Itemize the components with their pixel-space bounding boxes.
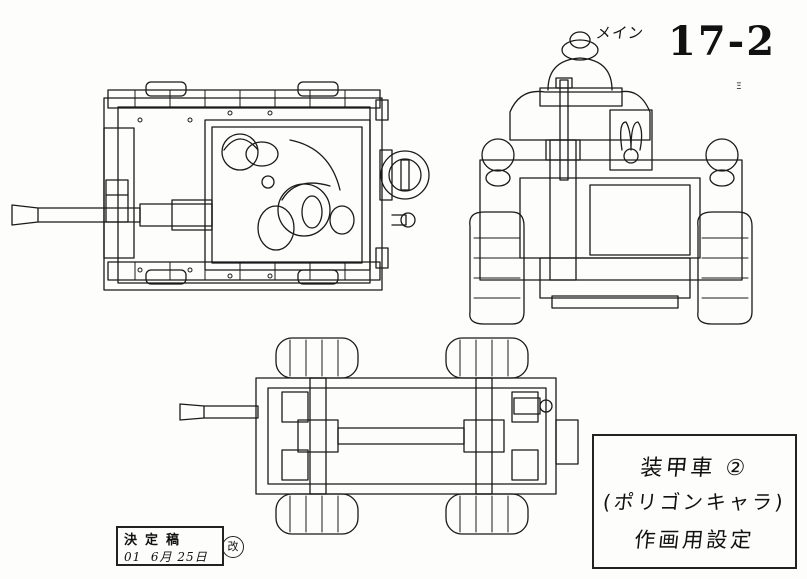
approval-stamp: 決定稿 01 6月 25日 <box>116 526 224 566</box>
title-box: 装甲車 ② (ポリゴンキャラ) 作画用設定 <box>592 434 797 569</box>
title-line-2: (ポリゴンキャラ) <box>601 490 787 514</box>
top-view <box>12 82 429 290</box>
title-line-1: 装甲車 ② <box>639 456 750 481</box>
stamp-date: 01 6月 25日 <box>124 550 208 564</box>
sheet-prefix: メイン <box>594 24 646 42</box>
underside-view <box>180 338 578 534</box>
front-view <box>470 32 752 324</box>
title-line-3: 作画用設定 <box>633 528 756 552</box>
stamp-label: 決定稿 <box>124 533 188 548</box>
sheet-number: 17-2 <box>668 18 777 65</box>
revision-mark: 改 <box>222 536 244 558</box>
sheet-mark: Ξ <box>736 82 742 92</box>
